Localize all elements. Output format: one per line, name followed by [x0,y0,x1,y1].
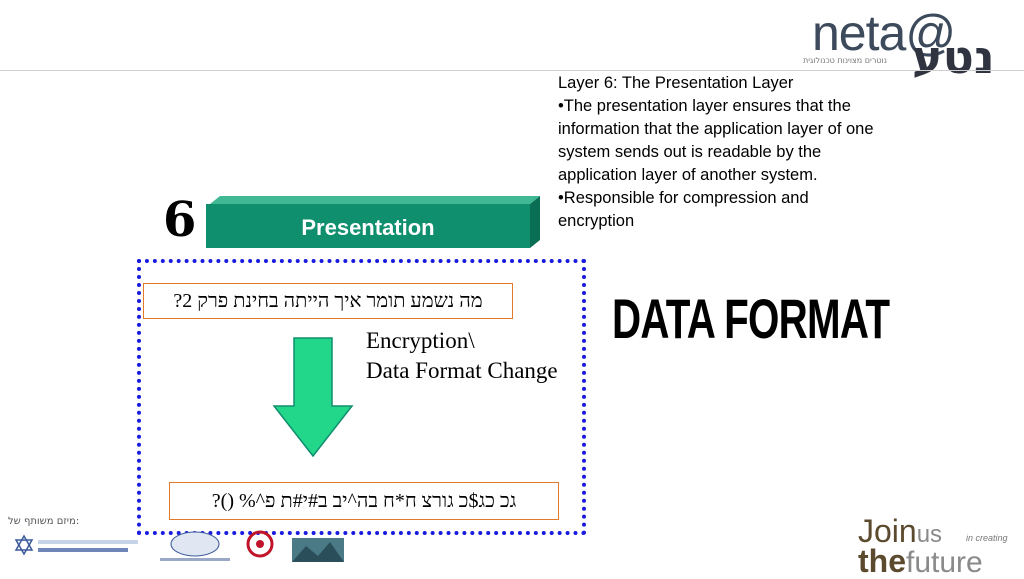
layer-number: 6 [163,192,197,248]
partners-label: מיזם משותף של: [8,516,80,527]
transformation-diagram-box [137,259,586,535]
down-arrow-icon [272,337,354,458]
encoded-text-box: גכ כג$כ גורצ ח*ח בה^יב ב#י#ת פ^% ()? [169,482,559,520]
plain-text-box: מה נשמע תומר איך הייתה בחינת פרק 2? [143,283,513,319]
jewish-agency-logo [14,534,138,556]
at-logo [246,530,274,558]
partner-logos [14,530,344,562]
header-divider [0,70,1024,71]
transformation-label-line: Data Format Change [366,358,558,383]
neta-logo-text: neta@ [812,5,956,61]
logo-at-symbol: @ [905,5,956,61]
layer-description: Layer 6: The Presentation Layer •The pre… [558,72,878,233]
transformation-label: Encryption\ Data Format Change [366,326,558,386]
description-bullet: •Responsible for compression and encrypt… [558,189,809,230]
description-bullet: •The presentation layer ensures that the… [558,97,874,184]
join-us-logo: Joinus thefuture [858,513,983,579]
data-format-heading: DATA FORMAT [612,287,890,350]
transformation-label-line: Encryption\ [366,328,475,353]
kh-logo [160,531,230,561]
description-title: Layer 6: The Presentation Layer [558,74,794,92]
join-us-tagline: in creating [966,533,1008,543]
academy-logo [292,538,344,562]
neta-logo-hebrew: נטע [912,30,995,84]
layer-name-label: Presentation [301,215,434,240]
presentation-layer-bar: Presentation [206,196,540,248]
neta-logo-tagline: נוטרים מצוינות טכנולוגית [803,56,887,65]
